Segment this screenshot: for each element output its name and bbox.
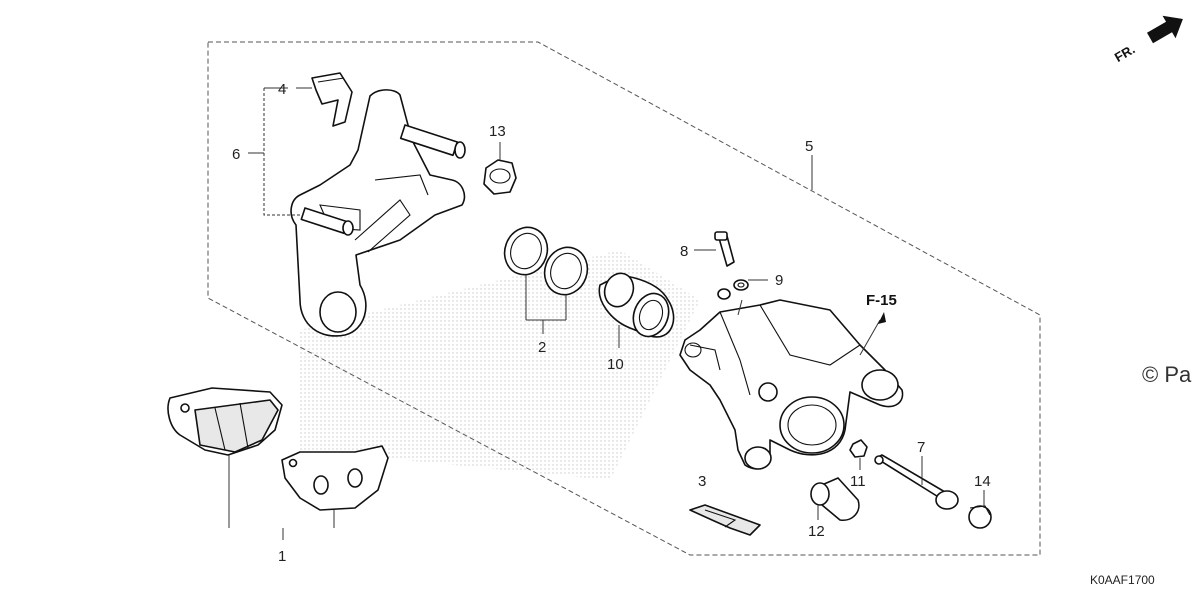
caliper-bracket [290,89,466,337]
piston [598,272,675,338]
copyright-text: © Pa [1142,362,1192,387]
callout-9: 9 [775,272,783,289]
diagram-code: K0AAF1700 [1090,573,1155,587]
callout-12: 12 [808,523,825,540]
pad-pin [874,454,959,510]
callout-8: 8 [680,243,688,260]
leader-lines [228,87,985,540]
pad-spring [311,72,353,127]
callout-2: 2 [538,339,546,356]
callout-14: 14 [974,473,991,490]
piston-seals [503,226,589,296]
callout-1: 1 [278,548,286,565]
figure-reference: F-15 [866,292,897,309]
callout-3: 3 [698,473,706,490]
nut [849,439,868,458]
front-direction-indicator: FR. [1112,15,1183,65]
pin-plug [968,505,992,529]
callout-5: 5 [805,138,813,155]
assembly-outline [207,41,1041,556]
bleeder-cap [483,159,517,195]
brake-pad-right [281,445,389,511]
cap-bolt [810,477,860,522]
brake-pad-left [167,387,283,456]
callout-4: 4 [278,81,286,98]
callout-7: 7 [917,439,925,456]
pad-retainer [689,504,761,536]
callout-13: 13 [489,123,506,140]
front-arrow-icon [1147,15,1183,44]
callout-11: 11 [850,473,866,490]
washer [717,279,749,300]
front-label: FR. [1112,41,1138,64]
caliper-body [679,299,904,470]
callout-10: 10 [607,356,624,373]
bleed-screw [714,231,735,267]
watermark-pattern [300,250,700,480]
callout-6: 6 [232,146,240,163]
